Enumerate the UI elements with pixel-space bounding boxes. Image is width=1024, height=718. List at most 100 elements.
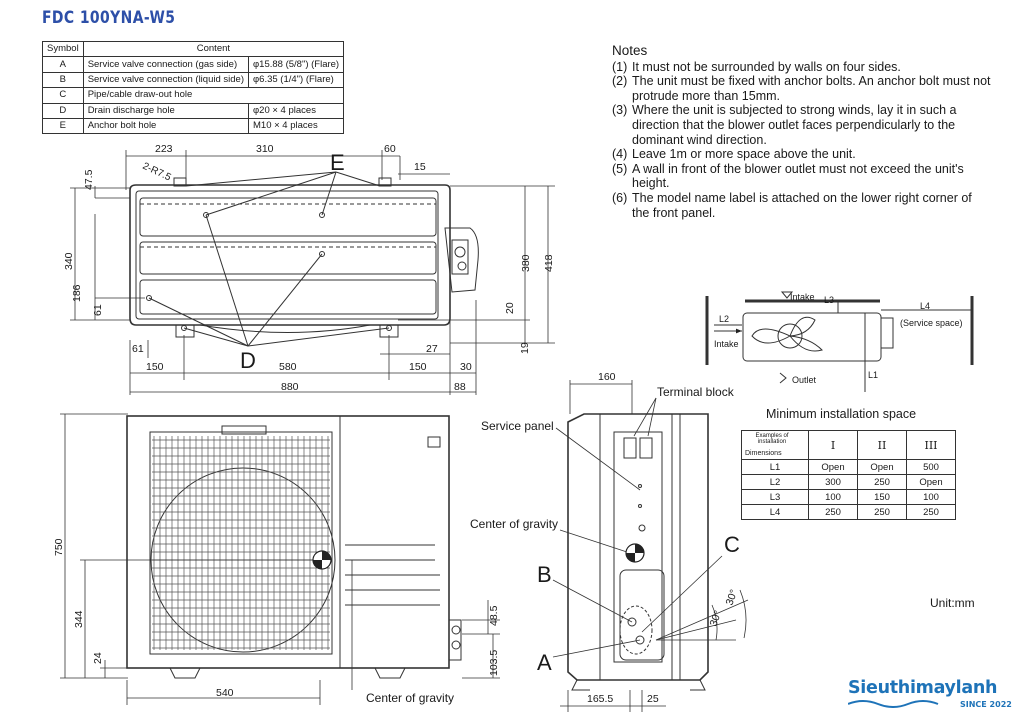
installation-labels: Intake Intake Outlet (Service space) L1 … bbox=[714, 292, 975, 610]
row-content: Drain discharge hole bbox=[82, 102, 250, 119]
brand-name: Sieuthimaylanh bbox=[848, 678, 998, 698]
table-row: L1 Open Open 500 bbox=[741, 459, 956, 475]
note-item: (3) Where the unit is subjected to strong… bbox=[612, 103, 992, 147]
side-view-labels: 160 Terminal block Service panel Center … bbox=[470, 371, 740, 705]
dim-165-5: 165.5 bbox=[587, 693, 613, 705]
side-view-leaders bbox=[552, 380, 749, 712]
row-content: Pipe/cable draw-out hole bbox=[82, 87, 345, 104]
note-number: (6) bbox=[612, 190, 628, 205]
dim-880: 880 bbox=[281, 381, 299, 393]
wave-icon bbox=[848, 700, 939, 708]
table-row: L3 100 150 100 bbox=[741, 489, 956, 505]
dim-340: 340 bbox=[63, 252, 75, 270]
row-label: L2 bbox=[741, 474, 809, 490]
note-text: A wall in front of the blower outlet mus… bbox=[632, 161, 964, 191]
brand-since: SINCE 2022 bbox=[960, 700, 1012, 709]
dim-150-b: 150 bbox=[409, 361, 427, 373]
angle-30-b: 30° bbox=[708, 609, 725, 628]
dim-160: 160 bbox=[598, 371, 616, 383]
installation-space-table: Examples of installation Dimensions I II… bbox=[741, 430, 956, 520]
dim-186: 186 bbox=[71, 284, 83, 302]
dim-24: 24 bbox=[92, 652, 104, 664]
row-symbol: E bbox=[42, 117, 84, 135]
col-header: II bbox=[857, 430, 907, 460]
row-symbol: B bbox=[42, 71, 84, 89]
cell: 250 bbox=[857, 504, 907, 520]
angle-30-a: 30° bbox=[724, 588, 741, 607]
l4-label: L4 bbox=[920, 301, 930, 311]
note-text: The model name label is attached on the … bbox=[632, 190, 972, 220]
note-number: (2) bbox=[612, 74, 628, 89]
cog-marker-side bbox=[625, 543, 645, 563]
notes-title: Notes bbox=[612, 43, 648, 58]
installation-title: Minimum installation space bbox=[766, 407, 916, 421]
note-text: It must not be surrounded by walls on fo… bbox=[632, 59, 901, 74]
table-row: C Pipe/cable draw-out hole bbox=[42, 87, 345, 104]
note-item: (5) A wall in front of the blower outlet … bbox=[612, 162, 992, 191]
front-cog-label: Center of gravity bbox=[366, 691, 454, 705]
row-spec: φ15.88 (5/8") (Flare) bbox=[247, 56, 345, 73]
label-b: B bbox=[537, 562, 552, 587]
front-grille bbox=[152, 436, 330, 650]
cell: Open bbox=[857, 459, 907, 475]
row-label: L4 bbox=[741, 504, 809, 520]
dim-19: 19 bbox=[519, 342, 531, 354]
cell: Open bbox=[808, 459, 858, 475]
header-dimensions: Dimensions bbox=[745, 450, 782, 457]
note-number: (4) bbox=[612, 147, 628, 162]
dim-60: 60 bbox=[384, 143, 396, 155]
model-title: FDC 100YNA-W5 bbox=[42, 8, 176, 28]
top-view bbox=[129, 171, 479, 347]
service-panel-label: Service panel bbox=[481, 419, 554, 433]
cell: 150 bbox=[857, 489, 907, 505]
label-a: A bbox=[537, 650, 552, 675]
label-e: E bbox=[330, 150, 345, 175]
l2-label: L2 bbox=[719, 314, 729, 324]
header-examples: Examples of installation bbox=[755, 433, 789, 445]
dim-15: 15 bbox=[414, 161, 426, 173]
top-view-dimension-labels: 223 310 60 15 47.5 340 186 61 380 418 20… bbox=[63, 143, 555, 393]
note-text: Where the unit is subjected to strong wi… bbox=[632, 103, 957, 147]
l1-label: L1 bbox=[868, 370, 878, 380]
dim-47-5: 47.5 bbox=[83, 169, 95, 190]
note-number: (5) bbox=[612, 161, 628, 176]
top-view-dimensions bbox=[70, 150, 555, 395]
dim-103-5: 103.5 bbox=[488, 650, 500, 676]
note-item: (4)Leave 1m or more space above the unit… bbox=[612, 147, 992, 162]
front-view-dimensions bbox=[60, 413, 500, 705]
note-number: (3) bbox=[612, 103, 628, 118]
dim-20: 20 bbox=[504, 302, 516, 314]
table-row: E Anchor bolt hole M10 × 4 places bbox=[42, 117, 345, 135]
header-content: Content bbox=[82, 40, 345, 58]
dim-25: 25 bbox=[647, 693, 659, 705]
dim-150-a: 150 bbox=[146, 361, 164, 373]
table-header-row: Examples of installation Dimensions I II… bbox=[741, 430, 956, 460]
radius-label: 2-R7.5 bbox=[141, 161, 173, 184]
unit-label: Unit:mm bbox=[930, 596, 975, 610]
dim-27: 27 bbox=[426, 343, 438, 355]
table-row: L4 250 250 250 bbox=[741, 504, 956, 520]
header-symbol: Symbol bbox=[42, 40, 84, 58]
front-view-dimension-labels: 750 344 24 48.5 103.5 540 Center of grav… bbox=[53, 538, 500, 705]
col-header: III bbox=[906, 430, 956, 460]
dim-750: 750 bbox=[53, 538, 65, 556]
dim-223: 223 bbox=[155, 143, 173, 155]
cell: 500 bbox=[906, 459, 956, 475]
label-c: C bbox=[724, 532, 740, 557]
row-content: Service valve connection (gas side) bbox=[82, 56, 250, 73]
row-spec: φ20 × 4 places bbox=[247, 102, 345, 119]
front-view bbox=[126, 415, 462, 679]
cell: 300 bbox=[808, 474, 858, 490]
row-spec: M10 × 4 places bbox=[247, 117, 345, 135]
row-label: L1 bbox=[741, 459, 809, 475]
table-row: D Drain discharge hole φ20 × 4 places bbox=[42, 102, 345, 119]
intake-top-label: Intake bbox=[790, 292, 815, 302]
row-content: Anchor bolt hole bbox=[82, 117, 250, 135]
table-row: L2 300 250 Open bbox=[741, 474, 956, 490]
note-item: (6) The model name label is attached on t… bbox=[612, 191, 992, 220]
cell: 250 bbox=[906, 504, 956, 520]
cog-marker-front bbox=[312, 550, 332, 570]
dim-344: 344 bbox=[73, 610, 85, 628]
dim-540: 540 bbox=[216, 687, 234, 699]
